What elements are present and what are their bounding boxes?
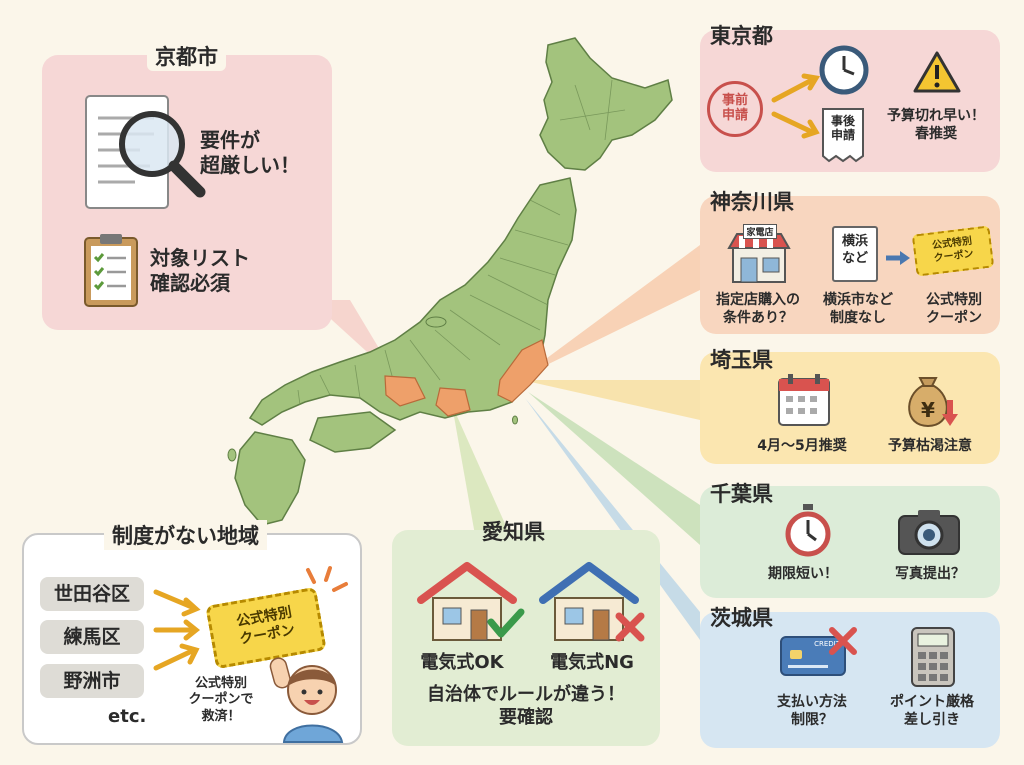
arrow-icons: [771, 73, 821, 139]
kyoto-strict-text: 要件が 超厳しい！: [200, 128, 300, 177]
camera-icon: [898, 510, 960, 555]
house-ng-icon: [539, 562, 645, 642]
right-arrow-icon: [886, 251, 910, 265]
post-application-document-icon: [822, 108, 864, 163]
kanagawa-yokohama-text: 横浜市など 制度なし: [823, 292, 893, 326]
sparkle-lines: [306, 566, 348, 592]
ibaraki-payment-text: 支払い方法 制限？: [777, 694, 847, 728]
ibaraki-title: 茨城県: [710, 606, 773, 630]
cross-icon: [829, 627, 857, 655]
no-system-title: 制度がない地域: [104, 520, 267, 550]
chiba-title: 千葉県: [710, 482, 773, 506]
saitama-period-text: 4月〜5月推奨: [757, 438, 847, 454]
store-sign: 家電店: [743, 224, 777, 239]
clock-icon: [819, 45, 869, 95]
happy-person-illustration: [269, 657, 344, 743]
kyoto-list-text: 対象リスト 確認必須: [150, 246, 250, 295]
kanagawa-title: 神奈川県: [710, 190, 794, 214]
chiba-beam: [528, 392, 700, 545]
chiba-photo-text: 写真提出？: [895, 566, 965, 582]
aichi-electric-ok: 電気式OK: [420, 652, 504, 673]
no-system-caption: 公式特別 クーポンで 救済！: [188, 676, 254, 724]
yen-symbol: ¥: [921, 398, 935, 422]
chiba-deadline-text: 期限短い！: [768, 566, 838, 582]
kyoto-region: [384, 375, 426, 407]
area-label: 世田谷区: [40, 577, 144, 611]
store-icon: [727, 233, 791, 283]
kanto-region: [497, 339, 549, 403]
warning-icon: [913, 51, 961, 93]
honshu-shape: [248, 177, 577, 426]
area-label: 練馬区: [40, 620, 144, 654]
stopwatch-icon: [785, 504, 831, 557]
kanagawa-coupon-text: 公式特別 クーポン: [926, 292, 982, 326]
area-arrows-icon: [153, 589, 201, 671]
calculator-icon: [911, 627, 955, 687]
aichi-beam: [452, 405, 510, 535]
tokyo-title: 東京都: [710, 24, 773, 48]
hokkaido-shape: [539, 37, 673, 171]
shikoku-shape: [309, 411, 397, 453]
aichi-region: [435, 387, 471, 417]
calendar-icon: [778, 374, 830, 426]
post-application-label: 事後 申請: [830, 114, 855, 143]
money-bag-icon: [908, 377, 958, 428]
checklist-clipboard-icon: [84, 234, 138, 307]
ibaraki-points-text: ポイント厳格 差し引き: [890, 694, 974, 728]
saitama-title: 埼玉県: [710, 348, 773, 372]
area-label: 野洲市: [40, 664, 144, 698]
saitama-beam: [522, 380, 700, 420]
magnifier-document-icon: [85, 95, 206, 209]
credit-card-icon: CREDIT: [780, 636, 846, 676]
aichi-title: 愛知県: [482, 520, 545, 544]
tokyo-warning-text: 予算切れ早い！ 春推奨: [887, 108, 985, 142]
pre-application-stamp: 事前 申請: [707, 81, 763, 137]
saitama-budget-text: 予算枯渇注意: [888, 438, 972, 454]
house-ok-icon: [417, 562, 525, 641]
kyoto-title: 京都市: [147, 41, 226, 71]
aichi-rule-text: 自治体でルールが違う！ 要確認: [427, 684, 625, 728]
yokohama-document: 横浜 など: [832, 226, 878, 282]
etc-label: etc.: [108, 706, 147, 727]
kanagawa-shop-text: 指定店購入の 条件あり？: [716, 292, 800, 326]
kyushu-shape: [234, 431, 306, 526]
kanagawa-beam: [520, 245, 700, 378]
aichi-electric-ng: 電気式NG: [550, 652, 634, 673]
